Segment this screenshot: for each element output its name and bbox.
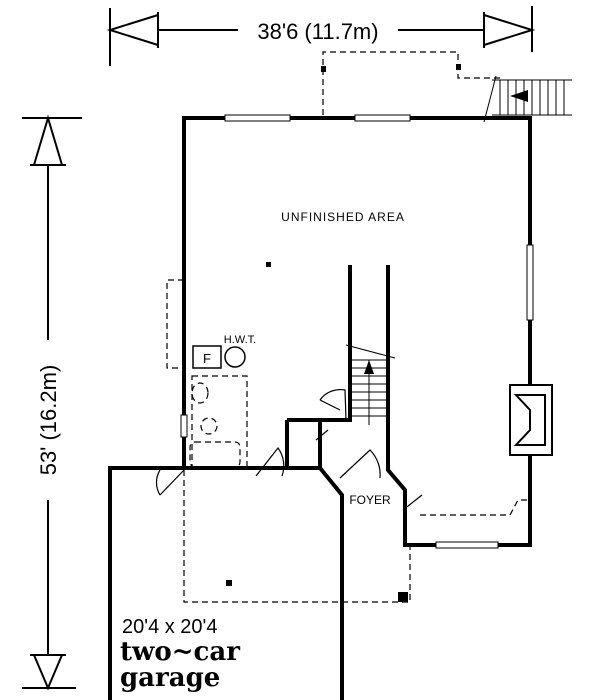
unfinished-area-label: UNFINISHED AREA xyxy=(281,210,405,224)
hwt-label: H.W.T. xyxy=(224,334,256,346)
depth-dimension-label: 53' (16.2m) xyxy=(36,365,61,476)
foyer-label: FOYER xyxy=(349,493,391,507)
windows xyxy=(180,114,534,549)
water-heater xyxy=(224,346,246,368)
stairs-arrow-icon xyxy=(510,90,528,102)
garage-label-line1: two~car xyxy=(120,637,240,667)
doors xyxy=(155,388,423,511)
deck-post xyxy=(321,66,326,72)
garage-size-label: 20'4 x 20'4 xyxy=(122,616,218,638)
furnace-label: F xyxy=(203,351,211,366)
width-dimension-label: 38'6 (11.7m) xyxy=(257,19,378,44)
column xyxy=(226,580,232,586)
column xyxy=(266,262,271,267)
fireplace xyxy=(509,384,553,456)
exterior-stairs xyxy=(483,75,572,123)
column xyxy=(398,592,408,602)
garage-label-line2: garage xyxy=(120,663,220,693)
depth-dimension xyxy=(22,114,82,691)
deck-outline xyxy=(322,51,500,115)
width-dimension xyxy=(106,6,536,66)
deck-post xyxy=(456,64,461,70)
dashed-outlines xyxy=(166,279,530,603)
exterior-walls xyxy=(108,116,532,700)
stairs-up-arrow-icon xyxy=(364,360,374,374)
furnace xyxy=(192,345,222,369)
